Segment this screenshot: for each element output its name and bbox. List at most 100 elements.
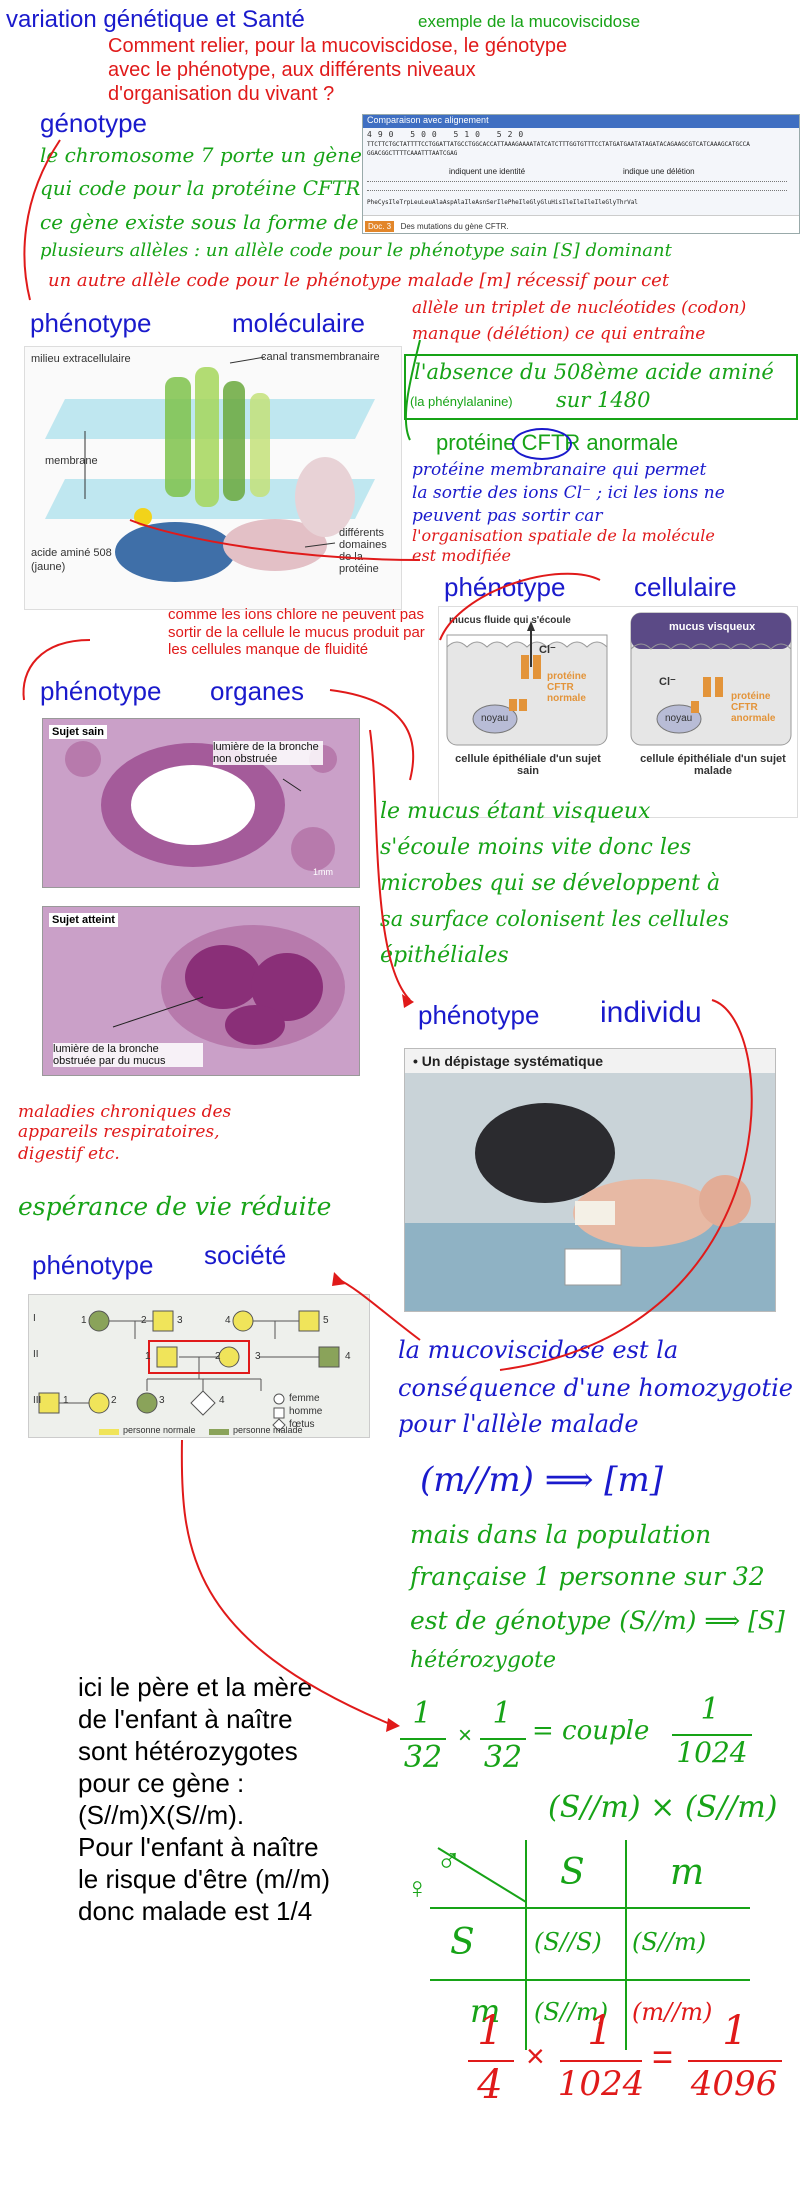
society-blue-note-1: la mucoviscidose est la [398,1336,679,1364]
tissue-sick-image: Sujet atteint lumière de la bronche obst… [42,906,360,1076]
conclusion-line-4: pour ce gène : [78,1768,245,1798]
aa508-box-sub: (la phénylalanine) [410,394,513,409]
final-c-bar [688,2060,782,2062]
page-subtitle: exemple de la mucoviscidose [418,12,641,31]
tissue-sick-callout: lumière de la bronche obstruée par du mu… [53,1043,203,1067]
cells-left-top: mucus fluide qui s'écoule [449,615,571,626]
frac-couple: = couple [532,1716,650,1746]
individual-red-note-3: digestif etc. [18,1144,120,1164]
label-extracellular: milieu extracellulaire [31,353,131,365]
pedigree-num-ii2: 2 [215,1351,221,1362]
genotype-note-1: le chromosome 7 porte un gène [40,143,362,167]
organs-note-3: microbes qui se développent à [380,871,721,896]
genotype-note-7: manque (délétion) ce qui entraîne [412,324,706,344]
legend-sick: personne malade [233,1425,303,1435]
sequence-window: Comparaison avec alignement 490 500 510 … [362,114,800,234]
punnett-cell-22: (m//m) [632,1998,713,2026]
cells-ion-right: Cl⁻ [659,676,676,688]
pedigree-num-ii1: 1 [145,1351,151,1362]
conclusion-line-8: donc malade est 1/4 [78,1896,313,1926]
molecular-note-3: peuvent pas sortir car [412,506,603,526]
tissue-scale: 1mm [313,867,333,877]
genotype-note-6: allèle un triplet de nucléotides (codon) [412,298,747,318]
pedigree-drawing [38,1310,340,1435]
individual-heading-right: individu [600,996,702,1029]
cells-diagram: mucus fluide qui s'écoule mucus visqueux… [438,606,798,818]
legend-foetus: fœtus [289,1419,315,1430]
protein-structure-image: milieu extracellulaire canal transmembra… [24,346,402,610]
society-green-note-2: française 1 personne sur 32 [410,1562,765,1591]
individual-red-note-1: maladies chroniques des [18,1102,232,1122]
tissue-healthy-label: Sujet sain [49,725,107,739]
cells-drawing [446,612,792,746]
cells-right-protein: protéine CFTR anormale [731,691,776,724]
frac-a-den: 32 [403,1740,443,1775]
organs-note-4: sa surface colonisent les cellules [380,907,729,931]
final-c-num: 1 [722,2008,748,2054]
punnett-col-1: S [560,1852,585,1893]
genotype-note-4: plusieurs allèles : un allèle code pour … [40,240,672,261]
tissue-healthy-drawing [65,741,337,871]
frac-b-bar [480,1738,526,1740]
final-b-bar [560,2060,642,2062]
cross-formula: (S//m) × (S//m) [548,1790,778,1825]
society-blue-note-3: pour l'allèle malade [398,1410,639,1438]
pedigree-chart: I II III 1 2 3 4 5 1 2 3 4 1 2 3 4 femme… [28,1294,370,1438]
final-a-num: 1 [477,2008,503,2054]
punnett-corner-male: ♂ [436,1842,462,1880]
punnett-row-2: m [470,1992,501,2030]
molecular-note-5: est modifiée [412,546,511,565]
screening-photo: • Un dépistage systématique [404,1048,776,1312]
genotype-note-3: ce gène existe sous la forme de [40,210,359,234]
cellular-heading-right: cellulaire [634,572,737,602]
page-title: variation génétique et Santé [6,6,305,33]
punnett-col-2: m [670,1852,705,1893]
cells-nucleus-right: noyau [665,713,693,724]
punnett-cell-21: (S//m) [534,1998,609,2026]
society-green-note-3: est de génotype (S//m) ⟹ [S] [410,1606,785,1635]
label-membrane: membrane [45,455,98,467]
doc-badge: Doc. 3 [365,221,395,232]
pedigree-num-i5: 5 [323,1315,329,1326]
label-aa508-sub: (jaune) [31,561,66,573]
frac-c-bar [672,1734,752,1736]
label-domains: différents domaines de la protéine [339,527,387,575]
final-a-den: 4 [477,2062,503,2108]
pedigree-gen-2: II [33,1349,39,1360]
sequence-identity-note: indiquent une identité [449,167,526,176]
conclusion-line-7: le risque d'être (m//m) [78,1864,331,1894]
individual-green-note: espérance de vie réduite [18,1192,332,1221]
pedigree-num-i2: 2 [141,1315,147,1326]
tissue-sick-label: Sujet atteint [49,913,118,927]
doc-title: Des mutations du gène CFTR. [400,222,509,231]
pedigree-num-ii4: 4 [345,1351,351,1362]
aa508-box-line1: l'absence du 508ème acide aminé [414,360,774,384]
pedigree-num-i1: 1 [81,1315,87,1326]
frac-b-num: 1 [492,1696,512,1731]
aa508-box-tail: sur 1480 [556,388,651,412]
final-times: × [526,2038,545,2074]
punnett-grid [430,1840,750,2050]
molecular-note-1: protéine membranaire qui permet [412,460,707,480]
cells-right-caption: cellule épithéliale d'un sujet malade [640,753,786,777]
genotype-note-2: qui code pour la protéine CFTR [40,176,361,200]
conclusion-line-6: Pour l'enfant à naître [78,1832,319,1862]
sequence-deletion-note: indique une délétion [623,167,695,176]
organs-heading-left: phénotype [40,676,162,706]
genotype-note-5: un autre allèle code pour le phénotype m… [48,270,670,291]
main-question: Comment relier, pour la mucoviscidose, l… [108,35,568,105]
society-heading-left: phénotype [32,1250,154,1280]
punnett-row-1: S [450,1922,475,1963]
frac-b-den: 32 [483,1740,523,1775]
cells-nucleus-left: noyau [481,713,509,724]
screening-caption: • Un dépistage systématique [413,1053,604,1069]
molecular-heading-right: moléculaire [232,308,365,338]
cells-ion-left: Cl⁻ [539,644,556,656]
punnett-cell-12: (S//m) [632,1928,707,1956]
final-b-num: 1 [587,2008,613,2054]
pedigree-gen-3: III [33,1395,42,1406]
sequence-line-1: TTCTTCTGCTATTTTCCTGGATTATGCCTGGCACCATTAA… [367,141,750,148]
tissue-healthy-callout: lumière de la bronche non obstruée [213,741,323,765]
sequence-protein: PheCysIleTrpLeuLeuAlaAspAlaIleAsnSerIleP… [367,199,638,206]
molecular-note-4: l'organisation spatiale de la molécule [412,526,715,545]
